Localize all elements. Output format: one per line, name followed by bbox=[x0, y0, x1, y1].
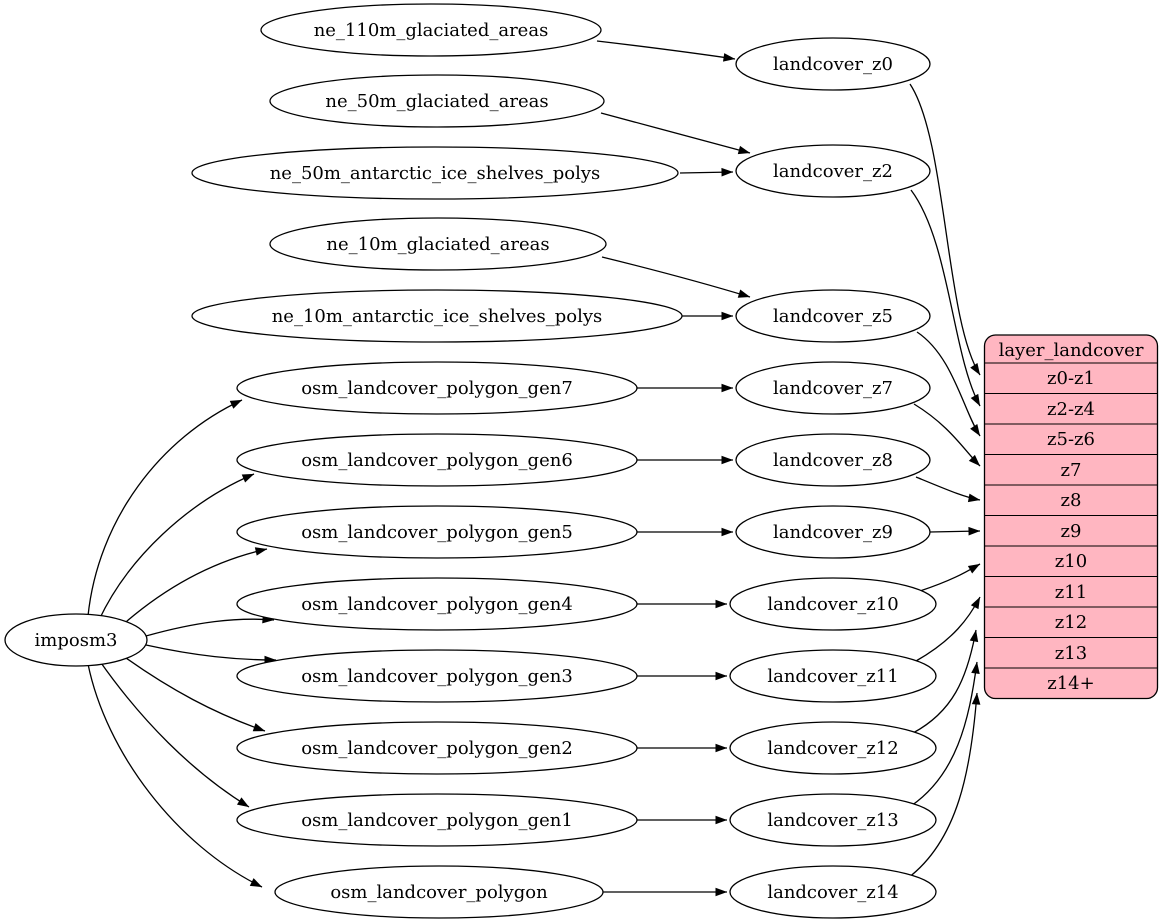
node-landcover-z11: landcover_z11 bbox=[729, 649, 937, 703]
node-landcover-z9-label: landcover_z9 bbox=[773, 522, 893, 543]
node-landcover-z0: landcover_z0 bbox=[735, 37, 931, 91]
node-landcover-z2-label: landcover_z2 bbox=[773, 161, 893, 182]
node-osm-landcover-polygon-label: osm_landcover_polygon bbox=[330, 882, 548, 903]
node-landcover-z5-label: landcover_z5 bbox=[773, 306, 893, 327]
layer-landcover-table: layer_landcover z0-z1 z2-z4 z5-z6 z7 z8 … bbox=[983, 334, 1159, 700]
table-row-z11: z11 bbox=[1055, 582, 1087, 603]
node-landcover-z14-label: landcover_z14 bbox=[767, 882, 898, 903]
table-row-z14plus: z14+ bbox=[1047, 673, 1094, 694]
node-osm-landcover-polygon-gen2-label: osm_landcover_polygon_gen2 bbox=[301, 738, 573, 759]
node-osm-landcover-polygon: osm_landcover_polygon bbox=[274, 865, 604, 919]
node-ne-50m-antarctic-ice-shelves-polys: ne_50m_antarctic_ice_shelves_polys bbox=[191, 146, 679, 200]
edge-landcover-z14-to-row-z14plus bbox=[907, 692, 981, 879]
edge-imposm3-to-gen6 bbox=[98, 473, 255, 621]
layer-landcover-table-title: layer_landcover bbox=[999, 340, 1144, 361]
node-ne-50m-antarctic-ice-shelves-polys-label: ne_50m_antarctic_ice_shelves_polys bbox=[270, 163, 601, 184]
node-ne-50m-glaciated-areas-label: ne_50m_glaciated_areas bbox=[325, 91, 548, 112]
node-ne-10m-antarctic-ice-shelves-polys: ne_10m_antarctic_ice_shelves_polys bbox=[191, 289, 683, 343]
node-osm-landcover-polygon-gen1: osm_landcover_polygon_gen1 bbox=[236, 793, 638, 847]
layer-landcover-table-background bbox=[983, 334, 1159, 700]
node-landcover-z13: landcover_z13 bbox=[729, 793, 937, 847]
edge-landcover-z2-to-row-z2-z4 bbox=[910, 189, 981, 407]
edge-ne110m-to-landcover-z0 bbox=[596, 40, 736, 62]
node-osm-landcover-polygon-gen5: osm_landcover_polygon_gen5 bbox=[236, 505, 638, 559]
edge-landcover-z7-to-row-z7 bbox=[913, 403, 981, 467]
node-ne-110m-glaciated-areas-label: ne_110m_glaciated_areas bbox=[314, 20, 549, 41]
table-row-z9: z9 bbox=[1061, 521, 1082, 542]
node-landcover-z0-label: landcover_z0 bbox=[773, 54, 893, 75]
node-landcover-z11-label: landcover_z11 bbox=[767, 666, 898, 687]
node-ne-10m-glaciated-areas: ne_10m_glaciated_areas bbox=[269, 217, 607, 271]
edge-landcover-z12-to-row-z12 bbox=[912, 629, 979, 734]
node-osm-landcover-polygon-gen3: osm_landcover_polygon_gen3 bbox=[236, 649, 638, 703]
table-row-z2-z4: z2-z4 bbox=[1047, 399, 1095, 420]
edge-landcover-z11-to-row-z11 bbox=[915, 596, 981, 662]
node-osm-landcover-polygon-gen2: osm_landcover_polygon_gen2 bbox=[236, 721, 638, 775]
node-osm-landcover-polygon-gen7: osm_landcover_polygon_gen7 bbox=[236, 361, 638, 415]
node-osm-landcover-polygon-gen5-label: osm_landcover_polygon_gen5 bbox=[301, 522, 573, 543]
edge-imposm3-to-gen7 bbox=[87, 399, 243, 617]
table-row-z0-z1: z0-z1 bbox=[1047, 368, 1095, 389]
node-landcover-z8: landcover_z8 bbox=[735, 433, 931, 487]
node-osm-landcover-polygon-gen4: osm_landcover_polygon_gen4 bbox=[236, 577, 638, 631]
node-landcover-z13-label: landcover_z13 bbox=[767, 810, 898, 831]
node-osm-landcover-polygon-gen6-label: osm_landcover_polygon_gen6 bbox=[301, 450, 573, 471]
node-ne-10m-glaciated-areas-label: ne_10m_glaciated_areas bbox=[326, 234, 549, 255]
edge-imposm3-to-polygon bbox=[87, 663, 263, 888]
node-landcover-z7-label: landcover_z7 bbox=[773, 378, 893, 399]
node-landcover-z14: landcover_z14 bbox=[729, 865, 937, 919]
table-row-z12: z12 bbox=[1055, 612, 1087, 633]
node-landcover-z9: landcover_z9 bbox=[735, 505, 931, 559]
node-ne-10m-antarctic-ice-shelves-polys-label: ne_10m_antarctic_ice_shelves_polys bbox=[272, 306, 603, 327]
edge-ne50m-glaciated-to-landcover-z2 bbox=[600, 112, 751, 155]
table-row-z8: z8 bbox=[1061, 490, 1082, 511]
edge-imposm3-to-gen4 bbox=[145, 614, 275, 637]
edge-imposm3-to-gen3 bbox=[145, 644, 277, 665]
node-landcover-z5: landcover_z5 bbox=[735, 289, 931, 343]
node-landcover-z12: landcover_z12 bbox=[729, 721, 937, 775]
node-ne-50m-glaciated-areas: ne_50m_glaciated_areas bbox=[269, 74, 605, 128]
edge-ne50m-antarctic-to-landcover-z2 bbox=[679, 167, 734, 177]
node-osm-landcover-polygon-gen7-label: osm_landcover_polygon_gen7 bbox=[301, 378, 573, 399]
node-imposm3: imposm3 bbox=[4, 613, 148, 667]
edge-imposm3-to-gen1 bbox=[98, 659, 250, 808]
edge-landcover-z10-to-row-z10 bbox=[919, 563, 981, 592]
node-landcover-z10-label: landcover_z10 bbox=[767, 594, 898, 615]
node-landcover-z8-label: landcover_z8 bbox=[773, 450, 893, 471]
edge-imposm3-to-gen5 bbox=[118, 547, 268, 629]
node-imposm3-label: imposm3 bbox=[35, 630, 118, 651]
node-ne-110m-glaciated-areas: ne_110m_glaciated_areas bbox=[260, 3, 602, 57]
node-landcover-z12-label: landcover_z12 bbox=[767, 738, 898, 759]
table-row-z5-z6: z5-z6 bbox=[1047, 429, 1095, 450]
edge-landcover-z8-to-row-z8 bbox=[915, 476, 981, 503]
edge-landcover-z0-to-row-z0-z1 bbox=[909, 83, 981, 376]
node-landcover-z2: landcover_z2 bbox=[735, 144, 931, 198]
node-landcover-z7: landcover_z7 bbox=[735, 361, 931, 415]
edge-landcover-z5-to-row-z5-z6 bbox=[916, 331, 981, 437]
node-osm-landcover-polygon-gen3-label: osm_landcover_polygon_gen3 bbox=[301, 666, 573, 687]
node-osm-landcover-polygon-gen1-label: osm_landcover_polygon_gen1 bbox=[301, 810, 573, 831]
edge-landcover-z13-to-row-z13 bbox=[910, 661, 980, 807]
table-row-z10: z10 bbox=[1055, 551, 1087, 572]
edge-ne10m-glaciated-to-landcover-z5 bbox=[601, 256, 751, 298]
edge-landcover-z9-to-row-z9 bbox=[929, 526, 981, 536]
node-osm-landcover-polygon-gen6: osm_landcover_polygon_gen6 bbox=[236, 433, 638, 487]
table-row-z7: z7 bbox=[1061, 460, 1082, 481]
table-row-z13: z13 bbox=[1055, 643, 1087, 664]
node-landcover-z10: landcover_z10 bbox=[729, 577, 937, 631]
edge-imposm3-to-gen2 bbox=[118, 652, 266, 732]
node-osm-landcover-polygon-gen4-label: osm_landcover_polygon_gen4 bbox=[301, 594, 573, 615]
